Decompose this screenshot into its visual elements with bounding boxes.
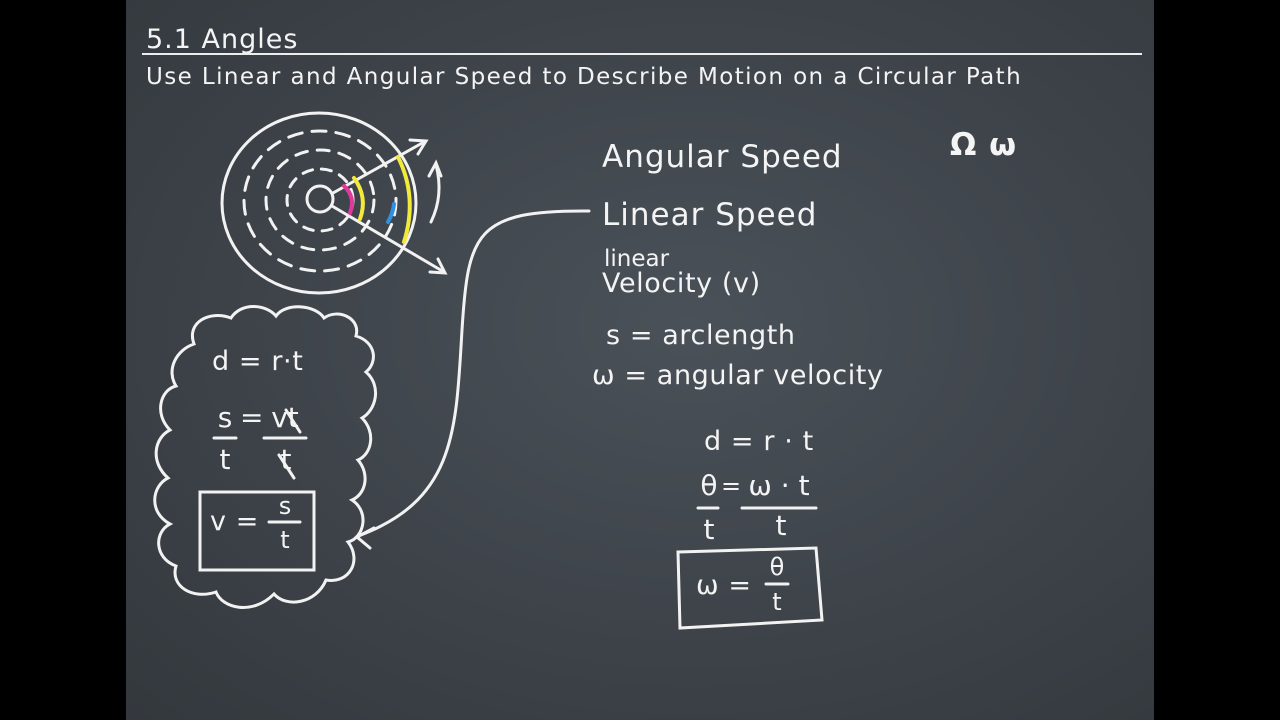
cloud-fraction-bars bbox=[212, 408, 308, 524]
angular-speed-label: Angular Speed bbox=[602, 139, 843, 175]
derivation-equals: = bbox=[720, 472, 742, 500]
cloud-denominator-t-cancelled: t bbox=[280, 443, 292, 476]
derivation-box-numerator: θ bbox=[769, 553, 785, 581]
chalk-drawings bbox=[153, 111, 824, 630]
cloud-box-denominator: t bbox=[280, 526, 290, 554]
derivation-box-denominator: t bbox=[772, 588, 782, 616]
cloud-denominator-t: t bbox=[219, 443, 231, 476]
arc-highlights bbox=[342, 155, 412, 244]
chalkboard: 5.1 Angles Use Linear and Angular Speed … bbox=[126, 0, 1154, 720]
cloud-equals: = bbox=[240, 401, 264, 434]
cloud-numerator-s: s bbox=[217, 401, 233, 434]
cloud-distance-equation: d = r·t bbox=[212, 346, 304, 377]
derivation-fraction-bars bbox=[696, 506, 818, 586]
cloud-box-v: v = bbox=[210, 506, 259, 537]
derivation-theta: θ bbox=[700, 469, 718, 502]
derivation-result-box bbox=[676, 546, 824, 630]
cloud-box-numerator: s bbox=[278, 492, 292, 520]
derivation-box-omega: ω = bbox=[696, 570, 752, 601]
cloud-numerator-vt: vt bbox=[271, 401, 299, 434]
cloud-outline bbox=[153, 305, 377, 609]
linear-speed-label: Linear Speed bbox=[602, 197, 818, 233]
page-title: 5.1 Angles bbox=[146, 24, 299, 55]
angular-velocity-definition: ω = angular velocity bbox=[592, 360, 884, 391]
velocity-label: Velocity (v) bbox=[602, 268, 761, 299]
omega-symbols: Ω ω bbox=[950, 127, 1018, 163]
arclength-definition: s = arclength bbox=[606, 320, 796, 351]
derivation-denominator-t-right: t bbox=[775, 509, 787, 542]
title-underline bbox=[142, 53, 1142, 55]
derivation-omega-t: ω · t bbox=[748, 469, 810, 502]
derivation-distance-equation: d = r · t bbox=[704, 426, 814, 457]
derivation-denominator-t: t bbox=[703, 513, 715, 546]
linear-label: linear bbox=[604, 246, 670, 272]
cloud-result-box bbox=[198, 490, 316, 572]
page-subtitle: Use Linear and Angular Speed to Describe… bbox=[146, 64, 1023, 90]
